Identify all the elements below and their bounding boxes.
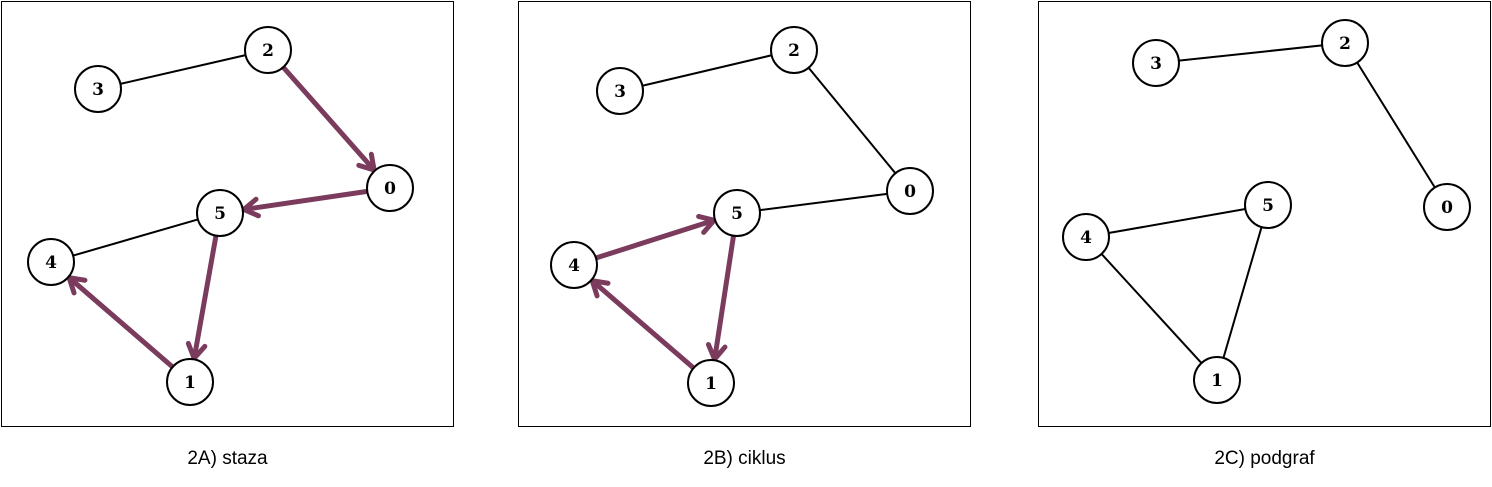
node-label: 0 xyxy=(384,179,396,199)
node-circle xyxy=(74,65,122,113)
node-circle xyxy=(1321,19,1369,67)
node-label: 5 xyxy=(731,204,743,224)
node-2: 2 xyxy=(244,26,292,74)
node-label: 1 xyxy=(1211,371,1223,391)
arrow-2-0 xyxy=(280,64,377,173)
node-circle xyxy=(196,189,244,237)
node-1: 1 xyxy=(687,359,735,407)
arrowhead-5-1 xyxy=(185,340,208,361)
arrow-1-4 xyxy=(66,275,176,370)
node-label: 3 xyxy=(614,82,626,102)
node-0: 0 xyxy=(366,164,414,212)
edge-5-1 xyxy=(1222,226,1263,359)
edge-3-2 xyxy=(1178,44,1323,62)
node-circle xyxy=(1193,356,1241,404)
node-circle xyxy=(27,238,75,286)
node-circle xyxy=(166,358,214,406)
caption-staza: 2A) staza xyxy=(187,448,268,469)
node-circle xyxy=(366,164,414,212)
graph-podgraf: 0 1 2 3 4 5 xyxy=(1062,19,1471,404)
node-5: 5 xyxy=(1244,181,1292,229)
node-label: 1 xyxy=(184,373,196,393)
node-circle xyxy=(886,167,934,215)
node-circle xyxy=(1423,183,1471,231)
node-3: 3 xyxy=(596,67,644,115)
edge-0-5 xyxy=(759,192,888,212)
node-label: 4 xyxy=(568,256,580,276)
arrowhead-5-1 xyxy=(705,342,728,362)
node-label: 2 xyxy=(788,41,800,61)
node-2: 2 xyxy=(1321,19,1369,67)
node-circle xyxy=(1244,181,1292,229)
node-circle xyxy=(1062,213,1110,261)
caption-ciklus: 2B) ciklus xyxy=(703,448,786,469)
edge-4-1 xyxy=(1100,253,1203,364)
node-1: 1 xyxy=(1193,356,1241,404)
graph-panel-podgraf: 0 1 2 3 4 5 xyxy=(1038,1,1491,427)
node-label: 4 xyxy=(45,253,57,273)
node-4: 4 xyxy=(1062,213,1110,261)
node-4: 4 xyxy=(550,241,598,289)
edge-3-2 xyxy=(642,54,772,87)
arrow-4-5 xyxy=(593,217,717,261)
arrow-0-5 xyxy=(241,188,370,213)
node-2: 2 xyxy=(770,26,818,74)
node-3: 3 xyxy=(74,65,122,113)
node-5: 5 xyxy=(196,189,244,237)
node-label: 5 xyxy=(1262,196,1274,216)
node-label: 1 xyxy=(705,374,717,394)
edge-2-0 xyxy=(807,67,897,174)
edge-4-5 xyxy=(72,218,199,257)
arrow-1-4 xyxy=(589,278,697,371)
node-label: 3 xyxy=(1150,54,1162,74)
node-label: 2 xyxy=(262,41,274,61)
edge-2-0 xyxy=(1356,62,1436,188)
arrow-5-1 xyxy=(712,233,737,362)
arrowhead-2-0 xyxy=(356,151,377,173)
node-0: 0 xyxy=(886,167,934,215)
node-0: 0 xyxy=(1423,183,1471,231)
node-5: 5 xyxy=(713,189,761,237)
graph-ciklus: 0 1 2 3 4 5 xyxy=(550,26,934,407)
node-label: 0 xyxy=(1441,198,1453,218)
edge-4-5 xyxy=(1108,207,1246,235)
node-circle xyxy=(687,359,735,407)
node-label: 4 xyxy=(1080,228,1092,248)
edge-3-2 xyxy=(120,54,246,85)
graph-panel-staza: 0 1 2 3 4 5 xyxy=(1,1,454,427)
node-label: 3 xyxy=(92,80,104,100)
node-label: 5 xyxy=(214,204,226,224)
node-label: 2 xyxy=(1339,34,1351,54)
node-1: 1 xyxy=(166,358,214,406)
node-circle xyxy=(713,189,761,237)
node-label: 0 xyxy=(904,182,916,202)
caption-podgraf: 2C) podgraf xyxy=(1214,448,1315,469)
node-circle xyxy=(596,67,644,115)
node-circle xyxy=(770,26,818,74)
graph-staza: 0 1 2 3 4 5 xyxy=(27,26,414,406)
node-4: 4 xyxy=(27,238,75,286)
arrow-5-1 xyxy=(191,233,219,361)
node-3: 3 xyxy=(1132,39,1180,87)
node-circle xyxy=(550,241,598,289)
node-circle xyxy=(1132,39,1180,87)
node-circle xyxy=(244,26,292,74)
graph-panel-ciklus: 0 1 2 3 4 5 xyxy=(518,1,971,427)
